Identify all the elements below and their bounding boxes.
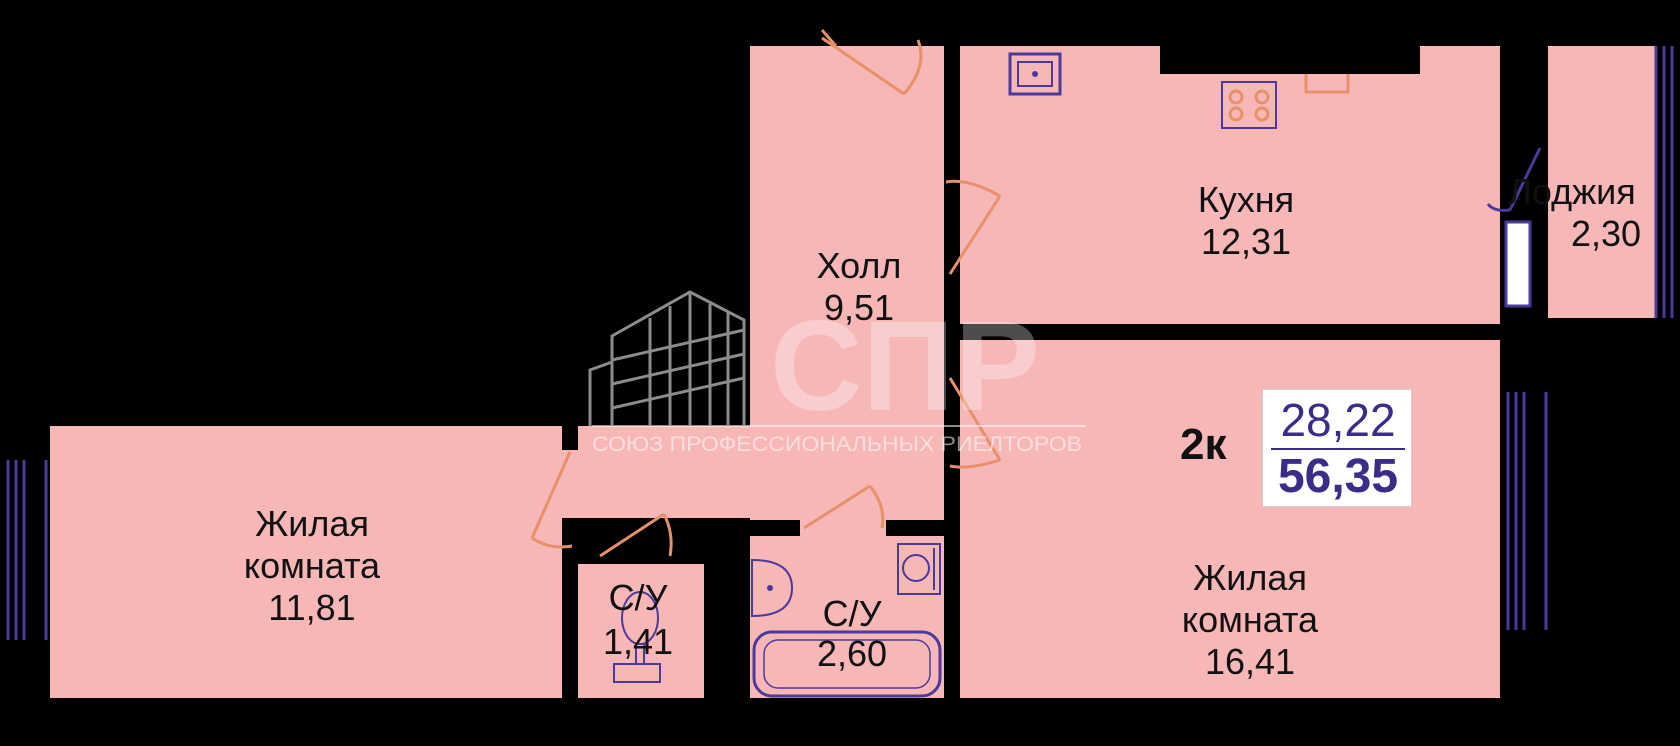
kitchen-name: Кухня <box>1198 179 1294 220</box>
wall-bath2-top-right <box>886 520 944 536</box>
door-kitchen <box>945 179 1002 275</box>
window-loggia <box>1654 46 1674 318</box>
living-1-name-line2: комната <box>244 545 381 586</box>
loggia-name: Лоджия <box>1508 171 1636 212</box>
watermark-tagline: СОЮЗ ПРОФЕССИОНАЛЬНЫХ РИЕЛТОРОВ <box>592 433 1082 456</box>
wall-kitchen-living <box>944 324 1500 340</box>
wall-bath2-top-left <box>750 520 800 536</box>
window-kitchen-loggia <box>1504 220 1532 308</box>
wall-hall-kitchen-top <box>944 46 960 176</box>
door-loggia <box>1486 147 1542 212</box>
wall-hall-living-top <box>944 300 960 372</box>
building-logo-icon <box>588 290 746 426</box>
toilet-icon <box>613 591 661 683</box>
doors <box>530 29 1542 558</box>
wall-hall-kitchen-mid <box>944 198 960 278</box>
window-living-2 <box>1506 392 1548 630</box>
room-kitchen <box>960 46 1500 324</box>
room-bath-1 <box>578 564 704 698</box>
watermark-logo-text: СПР <box>770 295 1040 438</box>
living-1-area: 11,81 <box>268 587 355 628</box>
washbasin-icon <box>751 558 794 618</box>
living-2-area: 16,41 <box>1205 641 1295 682</box>
door-bath-2 <box>803 484 885 530</box>
hood-icon <box>1304 74 1350 94</box>
bath-1-area: 1,41 <box>603 621 673 662</box>
living-2-name-line2: комната <box>1182 599 1319 640</box>
room-living-1 <box>50 426 562 698</box>
hall-name: Холл <box>817 245 902 286</box>
area-divider <box>1271 448 1405 450</box>
loggia-area: 2,30 <box>1571 213 1641 254</box>
kitchen-area: 12,31 <box>1201 221 1291 262</box>
stove-icon <box>1221 81 1277 129</box>
room-labels: Кухня 12,31 Лоджия 2,30 Холл 9,51 Жилая … <box>244 171 1641 682</box>
living-2-name-line1: Жилая <box>1193 557 1307 598</box>
living-area-value: 28,22 <box>1280 394 1396 446</box>
windows <box>6 46 1674 640</box>
sink-icon <box>1008 52 1062 96</box>
door-living-1 <box>530 451 573 549</box>
room-shapes <box>50 46 1656 698</box>
wall-bath1-left <box>562 548 578 698</box>
room-loggia <box>1548 46 1656 318</box>
door-entrance <box>820 29 923 96</box>
bath-2-name: С/У <box>823 593 883 634</box>
bathtub-icon <box>752 630 942 698</box>
window-living-1 <box>6 460 48 640</box>
wall-bath1-top-left <box>578 548 598 564</box>
bath-2-area: 2,60 <box>817 633 887 674</box>
wall-bath1-top-right <box>672 548 704 564</box>
wall-bath-divider <box>704 520 750 698</box>
wall-corridor-left-top <box>562 426 578 450</box>
door-bath-1 <box>599 512 673 558</box>
washing-machine-icon <box>897 543 941 595</box>
hall-area: 9,51 <box>824 287 894 328</box>
room-bath-2 <box>750 536 944 698</box>
area-summary-box: 28,22 56,35 <box>1262 389 1412 507</box>
living-1-name-line1: Жилая <box>255 503 369 544</box>
rooms-count-label: 2к <box>1180 420 1227 469</box>
walls <box>562 46 1548 698</box>
total-area-value: 56,35 <box>1277 450 1399 503</box>
bath-1-name: С/У <box>609 577 669 618</box>
door-living-2 <box>948 377 1002 469</box>
watermark: СПР СОЮЗ ПРОФЕССИОНАЛЬНЫХ РИЕЛТОРОВ <box>588 290 1086 456</box>
wall-kitchen-niche <box>1160 46 1420 74</box>
fixtures <box>613 52 1350 698</box>
wall-hall-living-bottom <box>944 472 960 698</box>
